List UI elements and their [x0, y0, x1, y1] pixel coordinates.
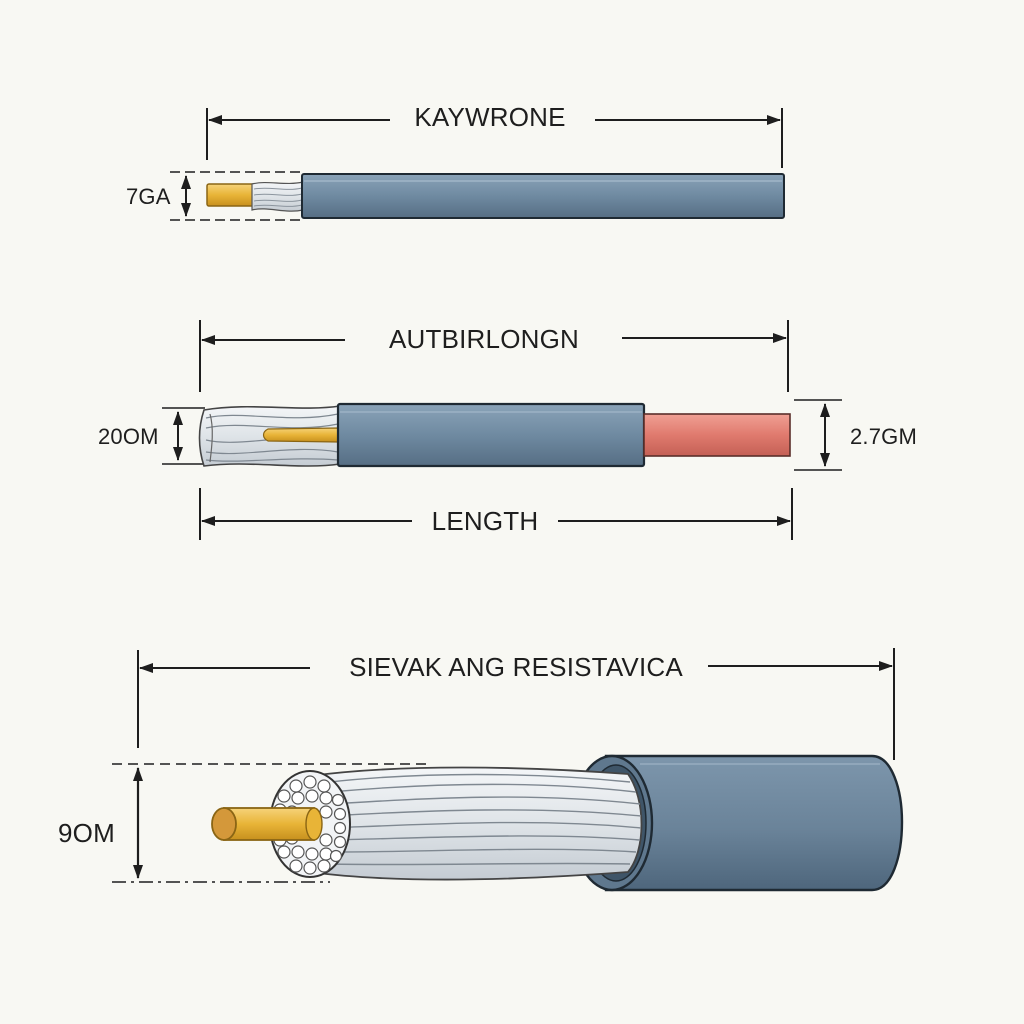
cable-3-title: SIEVAK ANG RESISTAVICA: [343, 654, 689, 680]
cable-1-gauge-label: 7GA: [126, 184, 171, 209]
cable-1-conductor: [206, 183, 258, 207]
cable-2-conductor: [262, 427, 339, 443]
cable-2-length-label: LENGTH: [425, 508, 545, 534]
cable-2-jacket: [336, 402, 646, 468]
cable-1-title: KAYWRONE: [408, 104, 572, 130]
cable-3-conductor: [211, 807, 323, 841]
cable-3-diameter-label: 9OM: [58, 818, 115, 848]
cable-3: [112, 648, 904, 892]
cable-2: [162, 320, 842, 540]
cable-2-right-gauge-label: 2.7GM: [850, 424, 918, 449]
cable-1-jacket: [301, 173, 785, 219]
cable-2-title: AUTBIRLONGN: [382, 326, 586, 352]
cable-2-left-gauge-label: 20OM: [98, 424, 159, 449]
cable-2-copper-end: [643, 413, 791, 457]
cable-3-strands: [309, 766, 643, 881]
cable-1: [170, 108, 785, 221]
cable-1-strands: [251, 181, 304, 212]
